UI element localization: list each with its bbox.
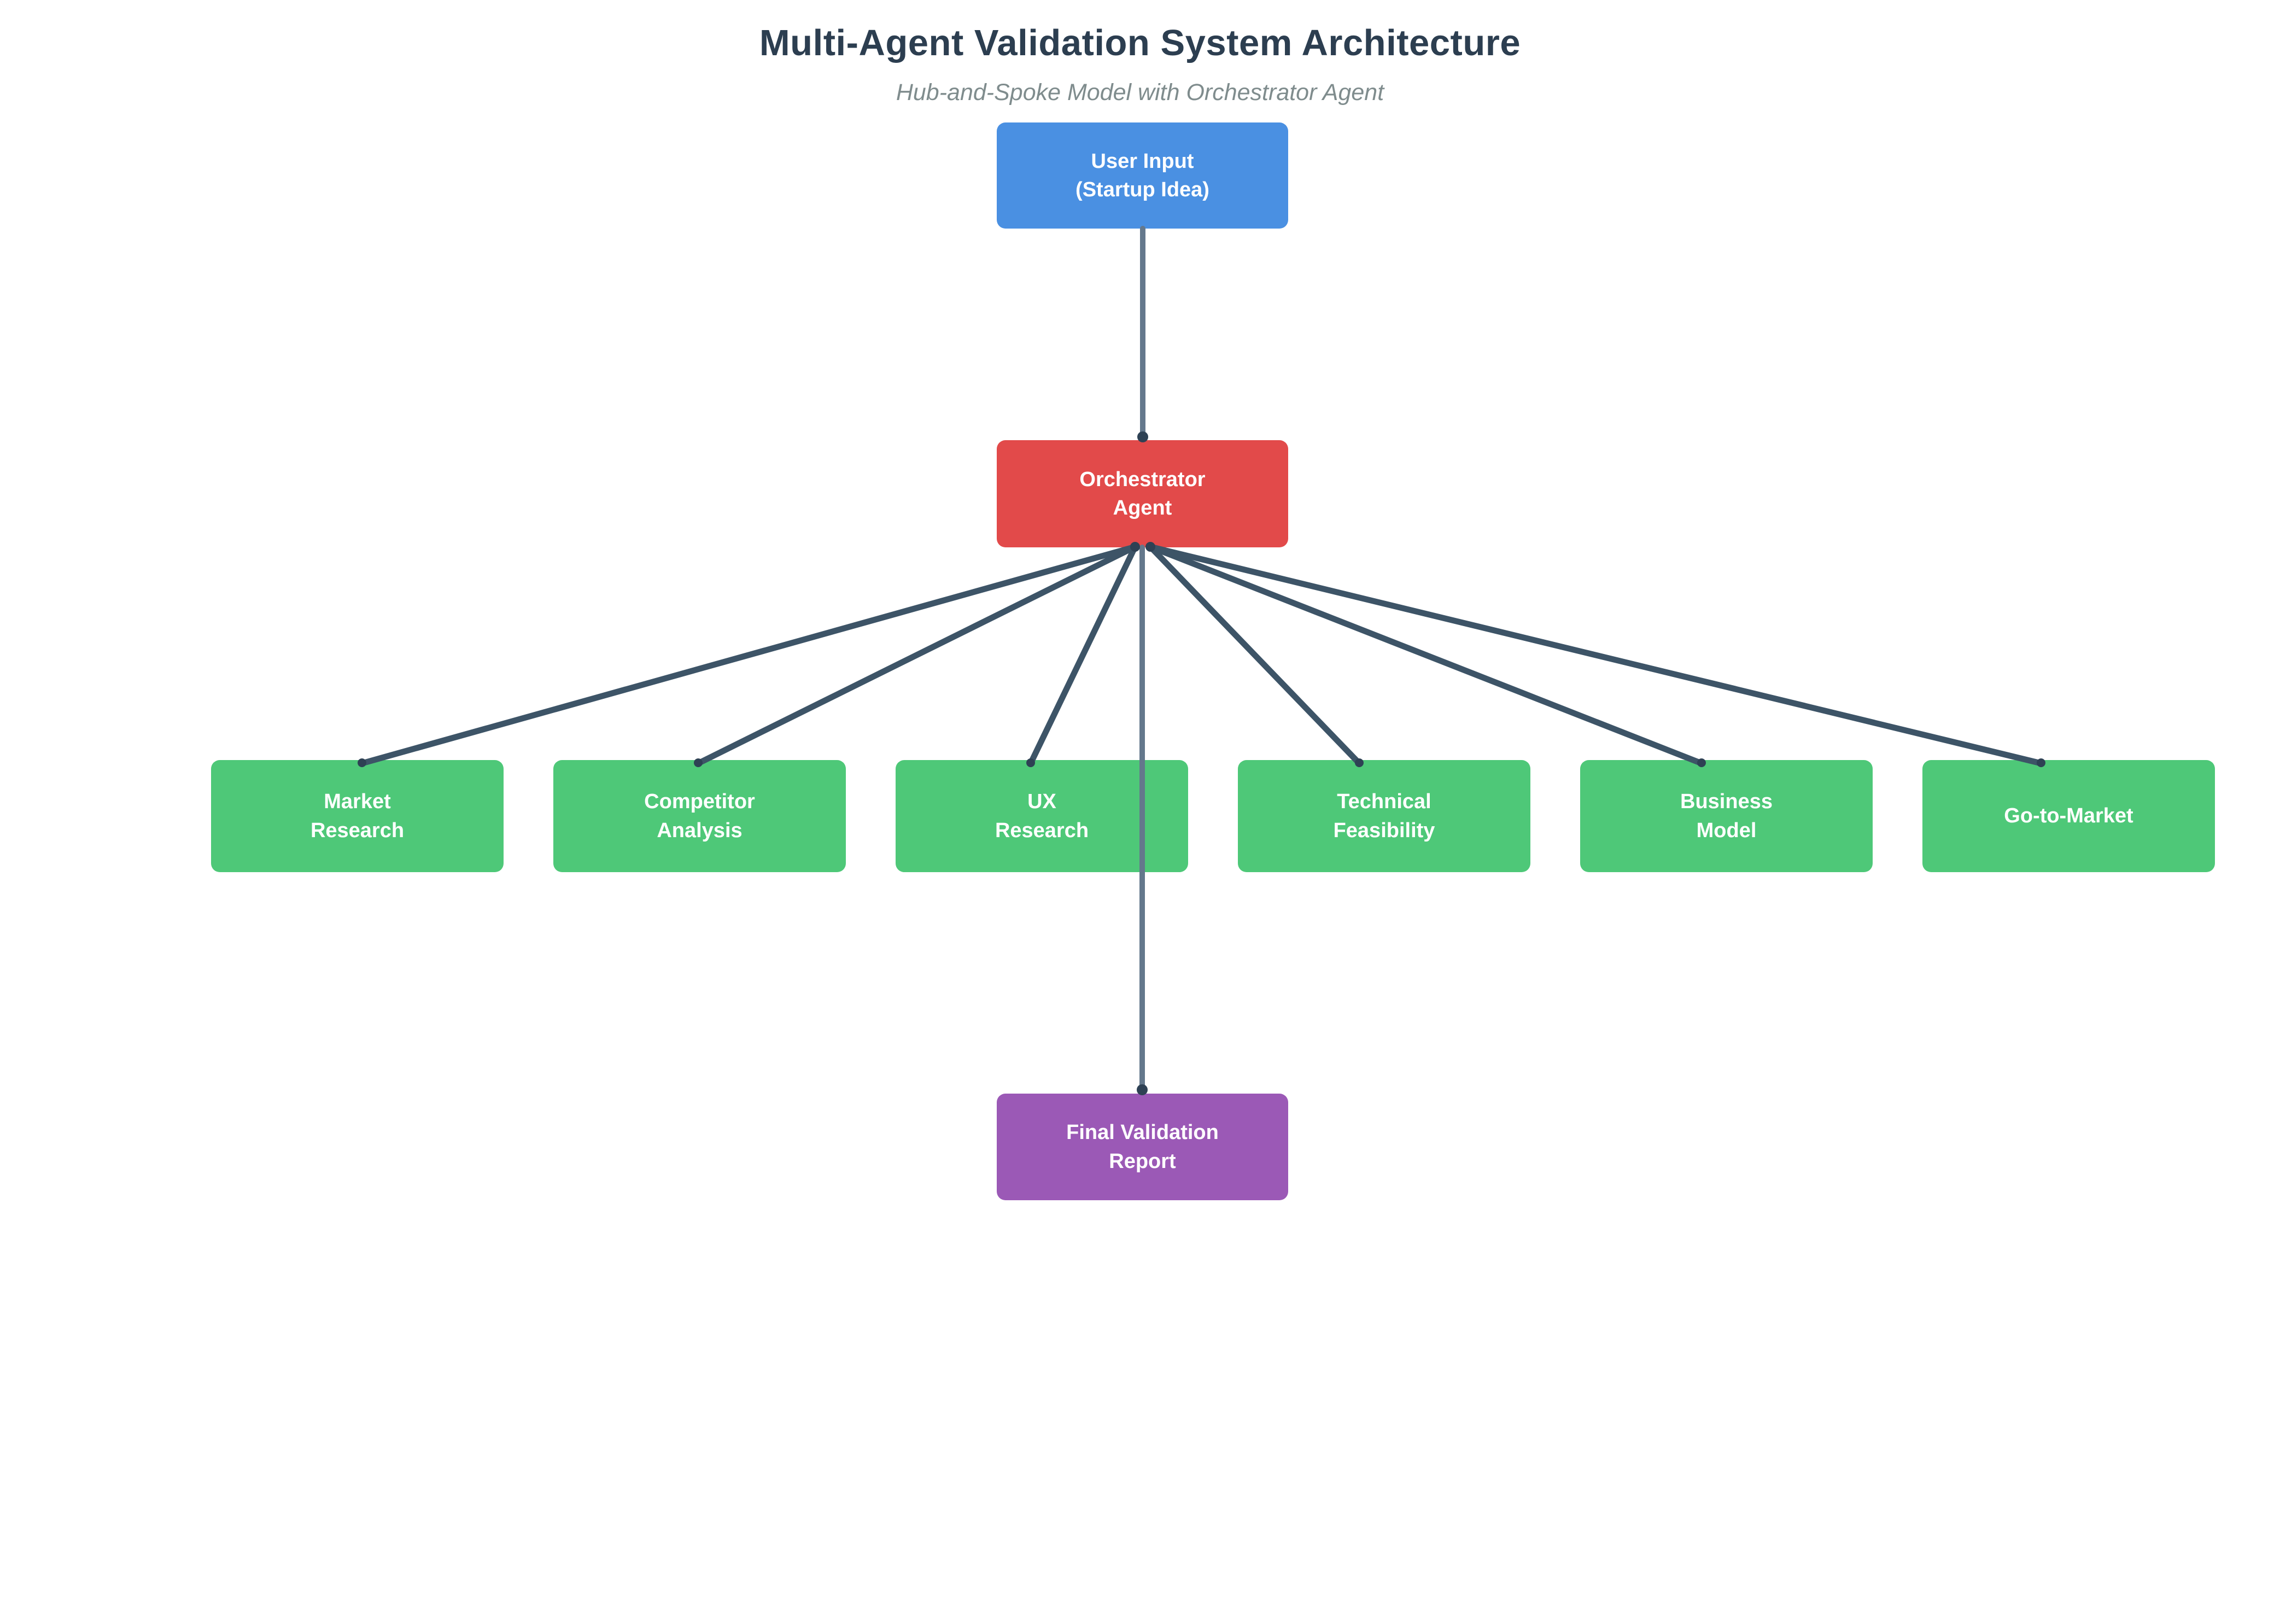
node-orchestrator-label: Orchestrator Agent xyxy=(1079,468,1206,519)
node-ux-research: UX Research xyxy=(896,760,1188,872)
edge-orchestrator-to-go-to-market xyxy=(1147,544,2044,767)
node-market-research: Market Research xyxy=(211,760,504,872)
node-technical-feasibility-label: Technical Feasibility xyxy=(1333,790,1435,842)
edge-orchestrator-to-competitor-analysis xyxy=(695,544,1138,767)
node-go-to-market: Go-to-Market xyxy=(1922,760,2215,872)
node-user-input: User Input (Startup Idea) xyxy=(997,122,1288,229)
edge-orchestrator-to-ux-research xyxy=(1027,544,1138,767)
node-competitor-analysis: Competitor Analysis xyxy=(553,760,846,872)
edge-orchestrator-to-market-research xyxy=(359,544,1138,767)
node-market-research-label: Market Research xyxy=(310,790,405,842)
edge-orchestrator-to-technical-feasibility xyxy=(1147,544,1363,767)
edge-orchestrator-to-business-model xyxy=(1147,544,1705,767)
node-orchestrator: Orchestrator Agent xyxy=(997,440,1288,547)
diagram-header: Multi-Agent Validation System Architectu… xyxy=(0,22,2280,106)
node-technical-feasibility: Technical Feasibility xyxy=(1238,760,1530,872)
node-final-report: Final Validation Report xyxy=(997,1094,1288,1200)
diagram-subtitle: Hub-and-Spoke Model with Orchestrator Ag… xyxy=(896,79,1384,106)
diagram-title: Multi-Agent Validation System Architectu… xyxy=(759,22,1521,63)
node-business-model: Business Model xyxy=(1580,760,1873,872)
node-business-model-label: Business Model xyxy=(1680,790,1773,842)
node-competitor-analysis-label: Competitor Analysis xyxy=(644,790,755,842)
node-final-report-label: Final Validation Report xyxy=(1066,1121,1219,1173)
node-go-to-market-label: Go-to-Market xyxy=(2004,804,2133,828)
node-ux-research-label: UX Research xyxy=(995,790,1089,842)
node-user-input-label: User Input (Startup Idea) xyxy=(1075,149,1209,201)
